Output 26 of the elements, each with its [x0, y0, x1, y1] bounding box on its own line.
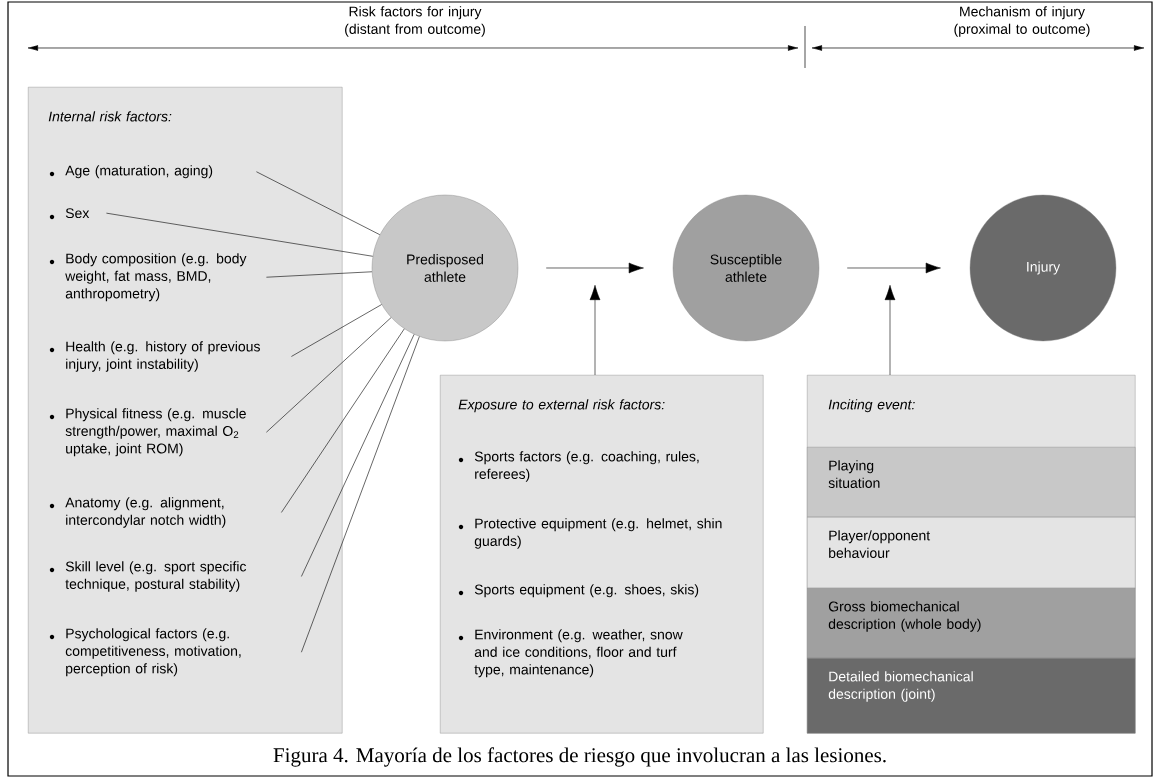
arrow — [545, 262, 644, 274]
arrow — [589, 285, 601, 376]
list-item: Skill level (e.g. sport specific technique, postural stability) — [65, 561, 247, 592]
panel-heading: Exposure to external risk factors: — [458, 399, 665, 413]
heading: Risk factors for injury (distant from outcome) — [345, 6, 485, 37]
list-item: Anatomy (e.g. alignment, intercondylar notch width) — [65, 497, 226, 528]
list-item: Protective equipment (e.g. helmet, shin guards) — [474, 518, 722, 549]
band: Playing situation — [807, 447, 1136, 518]
heading: Mechanism of injury (proximal to outcome) — [954, 6, 1090, 37]
caption: Figura 4. Mayoría de los factores de riesgo que involucran a las lesiones. — [273, 747, 886, 767]
band: Player/opponent behaviour — [807, 517, 1136, 589]
list-item: Health (e.g. history of previous injury, joint instability) — [66, 341, 260, 372]
list-item: Age (maturation, aging) — [65, 165, 213, 179]
list-item: Sports factors (e.g. coaching, rules, referees) — [474, 451, 699, 482]
band: Gross biomechanical description (whole body) — [807, 588, 1136, 659]
list-item: Physical fitness (e.g. muscle strength/power, maximal O$_{2}$ uptake, joint ROM) — [65, 408, 246, 457]
arrow — [846, 262, 941, 274]
panel-heading: Inciting event: — [828, 399, 915, 413]
arrow — [884, 285, 896, 376]
list-item: Body composition (e.g. body weight, fat mass, BMD, anthropometry) — [65, 253, 247, 302]
list-item: Psychological factors (e.g. competitiveness, motivation, perception of risk) — [65, 628, 241, 677]
list-item: Environment (e.g. weather, snow and ice conditions, floor and turf type, maintenance) — [474, 629, 683, 678]
panel-heading: Internal risk factors: — [48, 111, 172, 122]
list-item: Sports equipment (e.g. shoes, skis) — [474, 584, 699, 598]
list-item: Sex — [65, 208, 90, 219]
band: Detailed biomechanical description (joint) — [807, 658, 1136, 734]
